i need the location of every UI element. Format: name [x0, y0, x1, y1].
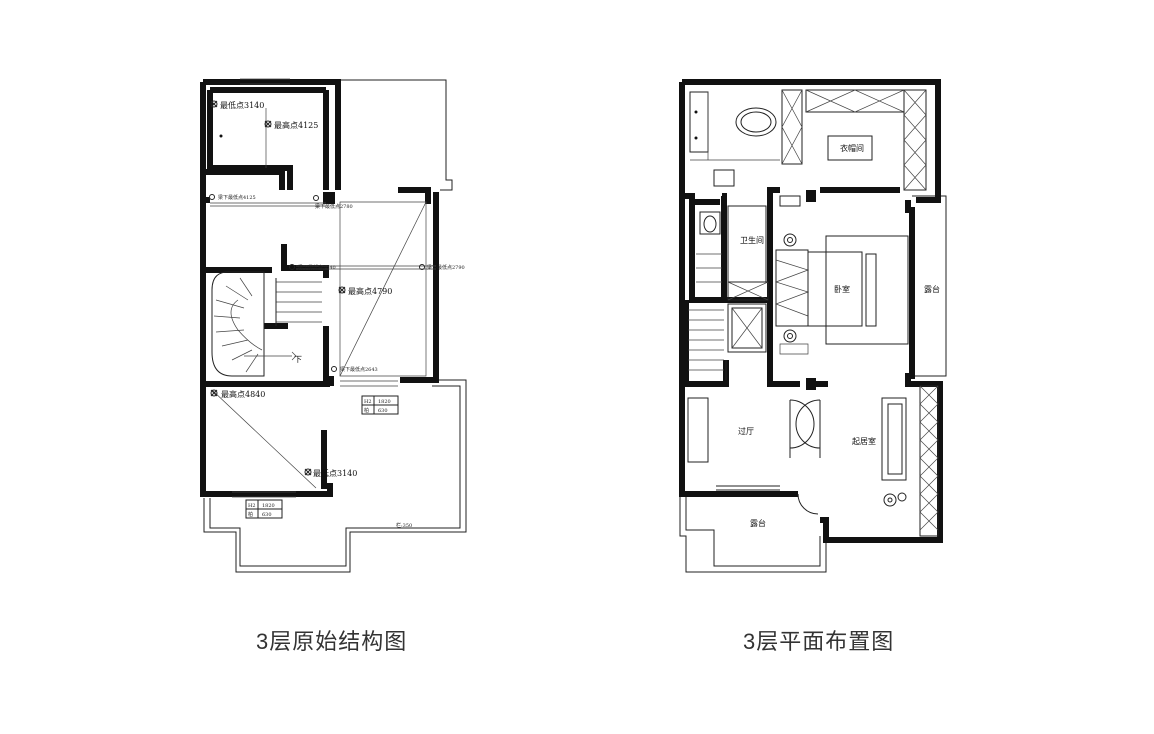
hall-fixtures [687, 397, 821, 515]
level-markers [209, 100, 425, 476]
low-point-bottom-label: 最低点3140 [313, 468, 357, 478]
living-room-fixtures [881, 385, 939, 537]
svg-text:1820: 1820 [378, 399, 391, 405]
room-label-hall: 过厅 [738, 426, 754, 436]
room-label-closet: 衣帽间 [840, 143, 864, 153]
svg-text:1820: 1820 [262, 503, 275, 509]
svg-text:630: 630 [262, 512, 272, 518]
window-info-box-lower: H2 1820 柏 630 [245, 499, 283, 519]
beam-low-d-label: 梁下最低点2790 [427, 264, 465, 271]
room-label-bedroom: 卧室 [834, 284, 850, 294]
beam-low-e-label: 梁下最低点2643 [340, 366, 378, 373]
room-label-bathroom: 卫生间 [740, 235, 764, 245]
high-point-center-label: 最高点4790 [348, 286, 392, 296]
room-label-terrace-bottom: 露台 [750, 518, 766, 528]
stair-well [688, 303, 767, 380]
left-plan-caption: 3层原始结构图 [256, 629, 408, 654]
right-plan-caption: 3层平面布置图 [743, 629, 895, 654]
beam-low-a-label: 梁下最低点4125 [218, 194, 256, 201]
beam-low-c-label: 梁下最低点3040 [298, 264, 336, 271]
room-label-living: 起居室 [852, 436, 876, 446]
high-point-top-label: 最高点4125 [274, 120, 318, 130]
window-info-box-upper: H2 1820 柏 630 [361, 395, 399, 415]
low-point-top-label: 最低点3140 [220, 100, 264, 110]
furnished-layout-plan: 衣帽间 卫生间 卧室 露台 过厅 起居室 露台 [679, 79, 947, 573]
master-bath-fixtures [689, 89, 927, 191]
svg-text:H2: H2 [364, 399, 372, 405]
svg-text:630: 630 [378, 408, 388, 414]
stair-down-label: 下 [294, 355, 302, 364]
svg-text:H2: H2 [248, 503, 256, 509]
room-label-terrace-right: 露台 [924, 284, 940, 294]
svg-text:柏: 柏 [248, 511, 253, 518]
svg-text:柏: 柏 [364, 407, 369, 414]
beam-low-b-label: 梁下最低点2780 [315, 203, 353, 210]
railing-height-label: 栏:350 [396, 522, 412, 529]
spiral-stair [211, 271, 322, 377]
guest-bath-fixtures [696, 205, 769, 301]
original-structure-plan: 最低点3140 最高点4125 梁下最低点4125 梁下最低点2780 梁下最低… [200, 78, 467, 573]
bedroom-fixtures [774, 195, 909, 355]
high-point-bottom-label: 最高点4840 [221, 389, 265, 399]
